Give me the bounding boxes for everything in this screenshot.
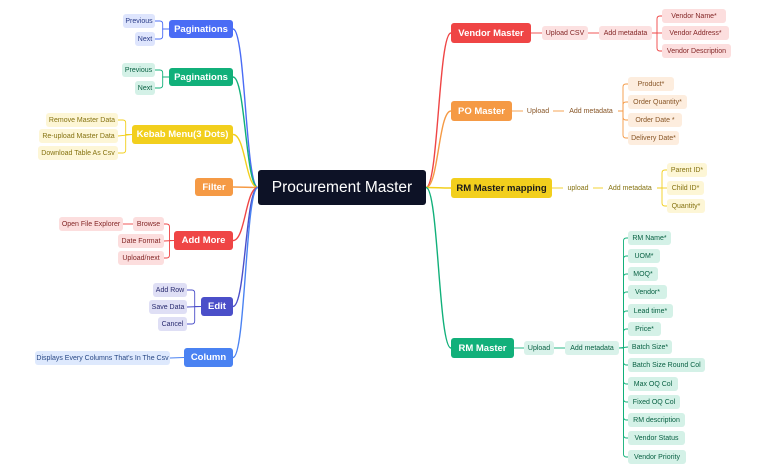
field-quantity-2[interactable]: Quantity* — [667, 199, 705, 213]
root-link-left-0 — [232, 28, 259, 189]
field-vendor-3[interactable]: Vendor* — [628, 285, 667, 299]
field-product-1[interactable]: Product* — [628, 77, 674, 91]
branch-link-left-0-0 — [155, 20, 169, 30]
leaf-open-file-explorer[interactable]: Open File Explorer — [59, 217, 123, 231]
branch-link-left-2-0 — [118, 119, 132, 135]
field-link-3-12 — [619, 347, 628, 458]
field-vendor-name-0[interactable]: Vendor Name* — [662, 9, 726, 23]
branch-vendor-master[interactable]: Vendor Master — [451, 23, 531, 43]
field-link-0-0 — [652, 15, 662, 34]
branch-add-more-4[interactable]: Add More — [174, 231, 233, 250]
branch-edit-5[interactable]: Edit — [201, 297, 233, 316]
leaf-browse-4[interactable]: Browse — [133, 217, 164, 231]
field-link-3-0 — [619, 237, 628, 349]
leaf-remove-master-data-2[interactable]: Remove Master Data — [46, 113, 118, 127]
branch-column-6[interactable]: Column — [184, 348, 233, 367]
root-link-left-5 — [232, 186, 259, 308]
field-vendor-priority-3[interactable]: Vendor Priority — [628, 450, 686, 464]
branch-link-left-5-0 — [187, 289, 201, 307]
field-child-id-2[interactable]: Child ID* — [667, 181, 704, 195]
leaf-cancel-5[interactable]: Cancel — [158, 317, 187, 331]
branch-paginations-1[interactable]: Paginations — [169, 68, 233, 86]
field-parent-id-2[interactable]: Parent ID* — [667, 163, 707, 177]
leaf-previous-1[interactable]: Previous — [122, 63, 155, 77]
field-delivery-date-1[interactable]: Delivery Date* — [628, 131, 679, 145]
step-add-metadata-1[interactable]: Add metadata — [569, 107, 613, 115]
root-link-left-2 — [232, 133, 259, 189]
leaf-next-1[interactable]: Next — [135, 81, 155, 95]
field-vendor-address-0[interactable]: Vendor Address* — [662, 26, 729, 40]
field-link-2-0 — [657, 169, 667, 189]
field-link-2-2 — [657, 187, 667, 207]
leaf-re-upload-master-data-2[interactable]: Re-upload Master Data — [39, 129, 118, 143]
field-link-1-1 — [618, 101, 628, 112]
branch-link-left-1-1 — [155, 76, 169, 89]
field-link-3-4 — [619, 310, 628, 349]
field-rm-name-3[interactable]: RM Name* — [628, 231, 671, 245]
field-vendor-status-3[interactable]: Vendor Status — [628, 431, 685, 445]
root-link-left-4 — [232, 186, 259, 242]
leaf-previous-0[interactable]: Previous — [123, 14, 155, 28]
field-link-3-3 — [619, 291, 628, 349]
step-add-metadata-2[interactable]: Add metadata — [608, 184, 652, 192]
field-link-1-3 — [618, 110, 628, 139]
branch-rm-master[interactable]: RM Master — [451, 338, 514, 358]
field-fixed-oq-col-3[interactable]: Fixed OQ Col — [628, 395, 680, 409]
field-link-3-5 — [619, 328, 628, 349]
step-add-metadata-3[interactable]: Add metadata — [565, 341, 619, 355]
field-link-0-2 — [652, 32, 662, 52]
root-link-left-6 — [232, 186, 259, 359]
leaf-next-0[interactable]: Next — [135, 32, 155, 46]
leaf-download-table-as-csv-2[interactable]: Download Table As Csv — [38, 146, 118, 160]
root-link-left-1 — [232, 76, 259, 189]
field-max-oq-col-3[interactable]: Max OQ Col — [628, 377, 678, 391]
step-upload-csv-0[interactable]: Upload CSV — [542, 26, 588, 40]
step-upload-2[interactable]: upload — [567, 184, 589, 192]
branch-po-master[interactable]: PO Master — [451, 101, 512, 121]
root-link-right-1 — [425, 110, 452, 189]
field-lead-time-3[interactable]: Lead time* — [628, 304, 673, 318]
field-link-3-1 — [619, 255, 628, 349]
field-rm-description-3[interactable]: RM description — [628, 413, 685, 427]
branch-kebab-menu-3-dots-2[interactable]: Kebab Menu(3 Dots) — [132, 125, 233, 144]
branch-filter-3[interactable]: Filter — [195, 178, 233, 196]
field-link-3-2 — [619, 273, 628, 349]
root-link-right-0 — [425, 32, 452, 189]
leaf-date-format-4[interactable]: Date Format — [118, 234, 164, 248]
branch-link-left-0-1 — [155, 28, 169, 40]
field-moq-3[interactable]: MOQ* — [628, 267, 658, 281]
field-price-3[interactable]: Price* — [628, 322, 661, 336]
branch-link-left-6-0 — [169, 357, 185, 359]
leaf-upload-next-4[interactable]: Upload/next — [118, 251, 164, 265]
leaf-save-data-5[interactable]: Save Data — [149, 300, 187, 314]
step-upload-3[interactable]: Upload — [524, 341, 554, 355]
root-link-right-3 — [425, 186, 452, 349]
field-link-1-0 — [618, 83, 628, 112]
branch-link-left-5-2 — [187, 306, 201, 325]
root-link-left-3 — [232, 186, 259, 189]
field-batch-size-3[interactable]: Batch Size* — [628, 340, 672, 354]
leaf-add-row-5[interactable]: Add Row — [153, 283, 187, 297]
branch-paginations-0[interactable]: Paginations — [169, 20, 233, 38]
root-link-right-2 — [425, 186, 452, 189]
root-node[interactable]: Procurement Master — [258, 170, 426, 205]
step-upload-1[interactable]: Upload — [526, 107, 550, 115]
field-order-date-1[interactable]: Order Date * — [628, 113, 682, 127]
field-order-quantity-1[interactable]: Order Quantity* — [628, 95, 687, 109]
branch-link-left-4-0 — [164, 223, 174, 241]
branch-link-left-2-2 — [118, 134, 132, 154]
field-uom-3[interactable]: UOM* — [628, 249, 660, 263]
leaf-displays-every-columns-that-s-in-the-csv-6[interactable]: Displays Every Columns That's In The Csv — [35, 351, 170, 365]
field-batch-size-round-col-3[interactable]: Batch Size Round Col — [628, 358, 705, 372]
branch-link-left-1-0 — [155, 69, 169, 78]
branch-rm-master-mapping[interactable]: RM Master mapping — [451, 178, 552, 198]
field-vendor-description-0[interactable]: Vendor Description — [662, 44, 731, 58]
branch-link-left-4-2 — [164, 240, 174, 259]
step-add-metadata-0[interactable]: Add metadata — [599, 26, 652, 40]
